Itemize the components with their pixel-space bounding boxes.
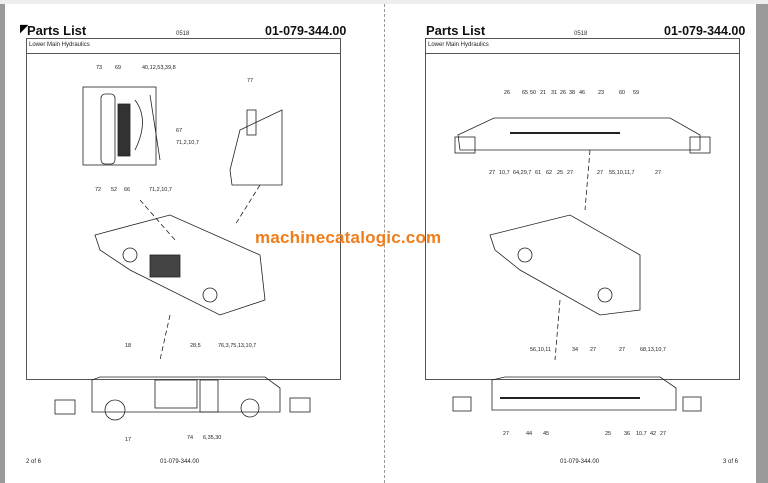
callout: 34 [572, 347, 579, 353]
callout: 6,35,30 [203, 435, 222, 441]
callout: 62 [546, 170, 553, 176]
revision-code: 0518 [574, 31, 588, 37]
viewer-scrollbar[interactable] [756, 4, 768, 483]
callout: 76,3,75,13,10,7 [218, 343, 257, 349]
callout: 27 [619, 347, 626, 353]
watermark: machinecatalogic.com [255, 228, 442, 247]
callout: 17 [125, 437, 132, 443]
section-subtitle: Lower Main Hydraulics [426, 39, 739, 54]
callout: 46 [579, 90, 586, 96]
callout: 59 [633, 90, 640, 96]
callout: 55,10,11,7 [609, 170, 635, 176]
page-divider [384, 4, 385, 483]
callout: 71,2,10,7 [149, 187, 172, 193]
callout: 69 [115, 65, 122, 71]
callout: 25 [557, 170, 564, 176]
callout: 26 [560, 90, 567, 96]
callout: 71,2,10,7 [176, 140, 199, 146]
callout: 67 [176, 128, 183, 134]
callout: 52 [111, 187, 118, 193]
callout: 66 [124, 187, 131, 193]
callout: 21 [540, 90, 547, 96]
callout: 26 [504, 90, 511, 96]
callout: 74 [187, 435, 194, 441]
callout: 72 [95, 187, 102, 193]
callout: 31 [551, 90, 558, 96]
hydraulics-diagram-left [54, 86, 311, 421]
callout: 42 [650, 431, 657, 437]
callout: 77 [247, 78, 254, 84]
callout: 44 [526, 431, 533, 437]
part-number: 01-079-344.00 [265, 24, 347, 38]
footer-part-number: 01-079-344.00 [160, 459, 200, 465]
page-indicator: 2 of 6 [26, 459, 42, 465]
callout: 27 [567, 170, 574, 176]
callout: 64,29,7 [513, 170, 532, 176]
callout: 65 [522, 90, 529, 96]
callout: 27 [660, 431, 667, 437]
callout: 56,10,11 [530, 347, 552, 353]
callout: 27 [489, 170, 496, 176]
callout: 27 [503, 431, 510, 437]
callout: 45 [543, 431, 550, 437]
section-subtitle: Lower Main Hydraulics [27, 39, 340, 54]
callout: 40,12,53,39,8 [142, 65, 176, 71]
callout: 27 [590, 347, 597, 353]
callout: 38 [569, 90, 576, 96]
viewer-left-gutter [0, 4, 5, 483]
callout: 18 [125, 343, 132, 349]
callout: 61 [535, 170, 542, 176]
callout: 50 [530, 90, 537, 96]
callout: 27 [655, 170, 662, 176]
page-title: Parts List [27, 23, 87, 38]
revision-code: 0518 [176, 31, 190, 37]
part-number: 01-079-344.00 [664, 24, 746, 38]
page-indicator: 3 of 6 [723, 459, 739, 465]
diagram-frame: Lower Main Hydraulics [26, 38, 341, 380]
callout: 25 [605, 431, 612, 437]
callout: 73 [96, 65, 103, 71]
callout: 10,7 [636, 431, 647, 437]
callout: 60 [619, 90, 626, 96]
callout: 27 [597, 170, 604, 176]
callout: 23 [598, 90, 605, 96]
diagram-frame: Lower Main Hydraulics [425, 38, 740, 380]
callout: 68,13,10,7 [640, 347, 666, 353]
page-title: Parts List [426, 23, 486, 38]
callout: 28,5 [190, 343, 201, 349]
callout: 36 [624, 431, 631, 437]
callout: 10,7 [499, 170, 510, 176]
footer-part-number: 01-079-344.00 [560, 459, 600, 465]
viewer-top-bar [0, 0, 768, 4]
mouse-cursor-icon: ◤ [20, 23, 29, 35]
